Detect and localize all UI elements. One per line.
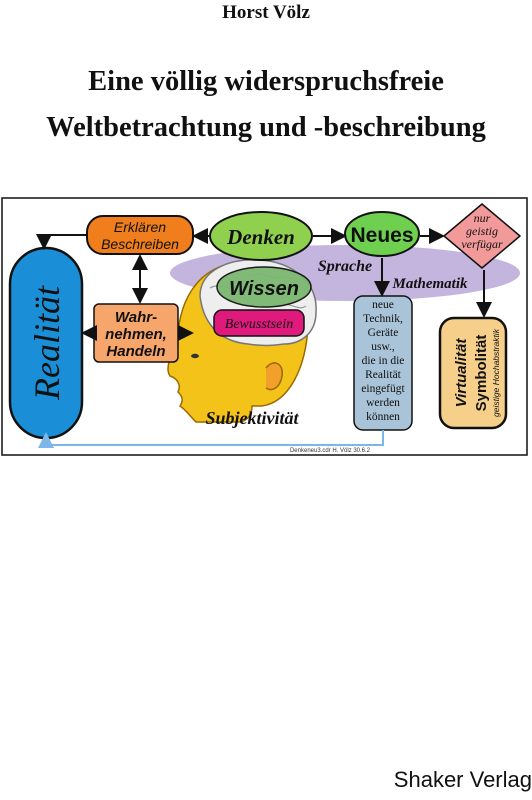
publisher-name: Shaker Verlag <box>393 767 532 792</box>
title-line-1: Eine völlig widerspruchsfreie <box>88 66 444 97</box>
ear <box>265 362 283 391</box>
cover-diagram: Realität Erklären Beschreiben Denken Neu… <box>1 197 528 456</box>
arrows <box>36 228 492 341</box>
sprache-label: Sprache <box>318 258 372 275</box>
neue-technik-line: Realität <box>365 369 402 381</box>
realitaet-label: Realität <box>27 285 67 401</box>
neues-label: Neues <box>350 224 413 247</box>
denken-ellipse <box>209 211 313 261</box>
erklaeren-label-1: Erklären <box>114 219 166 235</box>
author-name: Horst Völz <box>222 2 310 23</box>
nur-geistig-1: nur <box>474 211 491 225</box>
return-arrow <box>38 430 384 448</box>
neue-technik-line: können <box>366 411 400 423</box>
neue-technik-line: Technik, <box>363 313 403 325</box>
virtualitaet-label: Virtualität <box>453 338 470 408</box>
nur-geistig-2: geistig <box>466 224 498 238</box>
diagram-caption: Denkeneu3.cdr H. Völz 30.6.2 <box>290 448 371 454</box>
erklaeren-label-2: Beschreiben <box>101 236 179 252</box>
title-line-2: Weltbetrachtung und -beschreibung <box>46 112 486 143</box>
eye <box>191 353 199 359</box>
neue-technik-line: usw., <box>371 341 395 353</box>
nur-geistig-3: verfügar <box>461 237 503 251</box>
denken-label: Denken <box>226 225 295 249</box>
wissen-ellipse <box>216 266 312 308</box>
neue-technik-line: werden <box>366 397 400 409</box>
subjektivitaet-label: Subjektivität <box>205 408 299 428</box>
neue-technik-line: Geräte <box>368 327 399 339</box>
virtualitaet-box <box>438 316 508 430</box>
wahrnehmen-1: Wahr- <box>115 309 157 326</box>
neue-technik-line: eingefügt <box>361 383 405 395</box>
symbolitaet-label: Symbolität <box>473 335 490 412</box>
neue-technik-line: neue <box>372 299 394 311</box>
bewusstsein-label: Bewusstsein <box>225 317 293 332</box>
mathematik-label: Mathematik <box>391 276 468 292</box>
bewusstsein-box <box>213 309 305 337</box>
wahrnehmen-3: Handeln <box>106 343 165 360</box>
hochabstraktik-label: geistige Hochabstraktik <box>491 328 501 417</box>
nur-geistig-diamond <box>443 203 521 269</box>
neue-technik-line: die in die <box>362 355 405 367</box>
wissen-label: Wissen <box>229 278 299 300</box>
wahrnehmen-2: nehmen, <box>105 326 167 343</box>
